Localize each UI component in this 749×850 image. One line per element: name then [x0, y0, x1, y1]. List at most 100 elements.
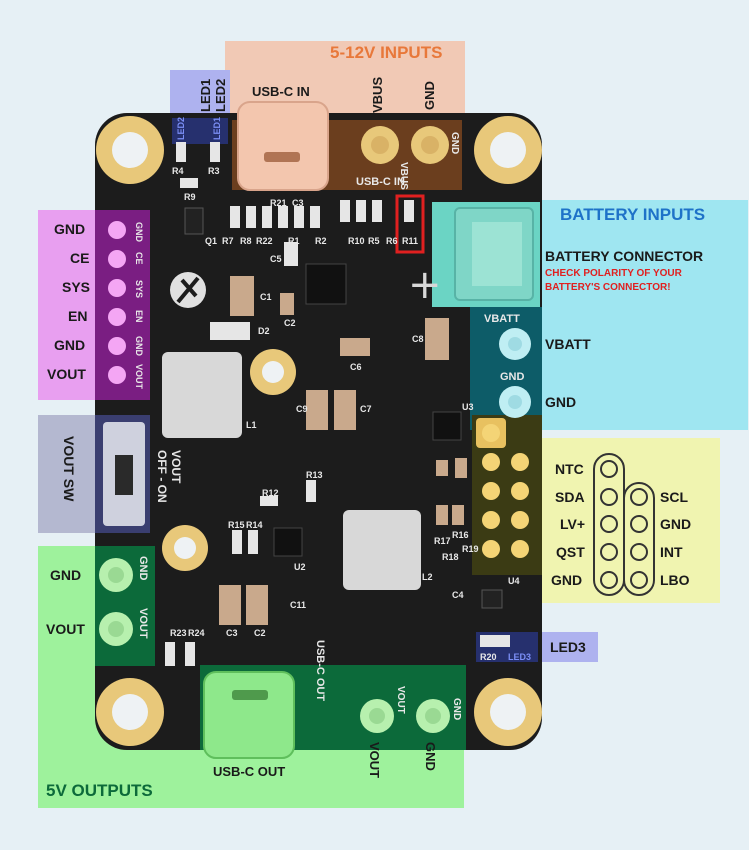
silk-vbatt: VBATT — [484, 313, 520, 325]
silk-out-vout: VOUT — [137, 608, 149, 639]
svg-text:C2: C2 — [284, 318, 296, 328]
svg-text:R6: R6 — [386, 236, 398, 246]
battery-warning-1: CHECK POLARITY OF YOUR — [545, 268, 683, 279]
vbatt-label: VBATT — [545, 336, 591, 352]
svg-text:R12: R12 — [262, 488, 279, 498]
battery-title: BATTERY INPUTS — [560, 205, 705, 224]
led3-label: LED3 — [550, 639, 586, 655]
silk-bottom-vout: VOUT — [395, 686, 406, 714]
svg-text:R11: R11 — [402, 236, 418, 246]
svg-text:R3: R3 — [208, 166, 220, 176]
usbc-in-label: USB-C IN — [252, 84, 310, 99]
board-components — [162, 142, 510, 666]
svg-text:R1: R1 — [288, 236, 300, 246]
silk-usbc-in: USB-C IN — [356, 176, 405, 188]
svg-text:GND: GND — [660, 516, 691, 532]
pcb-board — [95, 113, 542, 750]
r11-highlight — [395, 194, 425, 254]
svg-text:R7: R7 — [222, 236, 234, 246]
svg-text:R22: R22 — [256, 236, 273, 246]
silk-usbc-out: USB-C OUT — [314, 640, 326, 701]
gpio-diagram — [593, 453, 655, 596]
silk-gnd-batt: GND — [500, 371, 525, 383]
svg-text:CE: CE — [134, 252, 144, 265]
led2-label: LED2 — [213, 79, 228, 112]
svg-text:VOUT: VOUT — [134, 364, 144, 390]
svg-text:C1: C1 — [260, 292, 272, 302]
svg-text:C5: C5 — [270, 254, 282, 264]
battery-connector-label: BATTERY CONNECTOR — [545, 248, 703, 264]
usbc-out-port — [232, 690, 268, 700]
left-pin-label: GND — [54, 337, 85, 353]
left-pin-label: EN — [68, 308, 87, 324]
led1-label: LED1 — [198, 79, 213, 112]
svg-text:SDA: SDA — [555, 489, 585, 505]
left-pin-label: CE — [70, 250, 89, 266]
led12-zone — [170, 70, 230, 120]
battery-warning-2: BATTERY'S CONNECTOR! — [545, 282, 671, 293]
gpio-header — [476, 418, 529, 558]
svg-text:SYS: SYS — [134, 280, 144, 298]
svg-text:NTC: NTC — [555, 461, 584, 477]
silk-switch-2: OFF - ON — [155, 450, 169, 503]
svg-text:R23: R23 — [170, 628, 187, 638]
left-pin-labels: GND CE SYS EN GND VOUT — [47, 221, 90, 382]
svg-text:R21: R21 — [270, 198, 287, 208]
svg-text:R2: R2 — [315, 236, 327, 246]
svg-text:R14: R14 — [246, 520, 263, 530]
svg-text:LV+: LV+ — [560, 516, 585, 532]
svg-text:QST: QST — [556, 544, 585, 560]
svg-text:R20: R20 — [480, 652, 497, 662]
gnd-in-label: GND — [422, 81, 437, 110]
svg-text:EN: EN — [134, 310, 144, 323]
svg-text:R17: R17 — [434, 536, 451, 546]
svg-text:GND: GND — [134, 336, 144, 357]
svg-text:R8: R8 — [240, 236, 252, 246]
ic-u2 — [273, 527, 303, 557]
silk-led3: LED3 — [508, 652, 531, 662]
left-pin-label: GND — [54, 221, 85, 237]
svg-text:R24: R24 — [188, 628, 205, 638]
silk-led2: LED2 — [176, 117, 186, 140]
svg-text:Q1: Q1 — [205, 236, 217, 246]
svg-text:SCL: SCL — [660, 489, 688, 505]
svg-text:U4: U4 — [508, 576, 520, 586]
component-silk: R4 R3 R9 R21 C3 R1 Q1 R7 R8 R22 R2 R10 R… — [170, 166, 520, 662]
silk-bottom-gnd: GND — [451, 698, 462, 720]
svg-text:R5: R5 — [368, 236, 380, 246]
gpio-labels-right: SCL GND INT LBO — [660, 489, 691, 588]
svg-text:C7: C7 — [360, 404, 372, 414]
ic-u3 — [432, 411, 462, 441]
mounting-holes — [96, 116, 542, 746]
usbc-out-label: USB-C OUT — [213, 764, 285, 779]
svg-text:C11: C11 — [290, 600, 306, 610]
svg-text:R13: R13 — [306, 470, 323, 480]
svg-text:L1: L1 — [246, 420, 257, 430]
svg-text:R18: R18 — [442, 552, 459, 562]
input-title: 5-12V INPUTS — [330, 43, 442, 62]
svg-text:R4: R4 — [172, 166, 184, 176]
usbc-out-connector — [203, 671, 295, 759]
svg-text:GND: GND — [134, 222, 144, 243]
svg-text:GND: GND — [551, 572, 582, 588]
ic-u1 — [305, 263, 347, 305]
usbc-in-connector — [237, 101, 329, 191]
svg-text:C6: C6 — [350, 362, 362, 372]
silk-out-gnd: GND — [137, 556, 149, 581]
left-pin-header — [108, 221, 126, 384]
silk-gnd-in: GND — [449, 132, 460, 154]
left-pin-silk: GND CE SYS EN GND VOUT — [134, 222, 144, 390]
switch-label: VOUT SW — [61, 436, 77, 502]
silk-led1: LED1 — [212, 117, 222, 140]
inductor-l1 — [162, 352, 242, 438]
svg-text:R9: R9 — [184, 192, 196, 202]
svg-text:L2: L2 — [422, 572, 433, 582]
svg-text:R10: R10 — [348, 236, 365, 246]
gnd-batt-label: GND — [545, 394, 576, 410]
svg-text:C8: C8 — [412, 334, 424, 344]
svg-text:C9: C9 — [296, 404, 308, 414]
vbus-label: VBUS — [370, 77, 385, 113]
svg-text:C3: C3 — [226, 628, 238, 638]
